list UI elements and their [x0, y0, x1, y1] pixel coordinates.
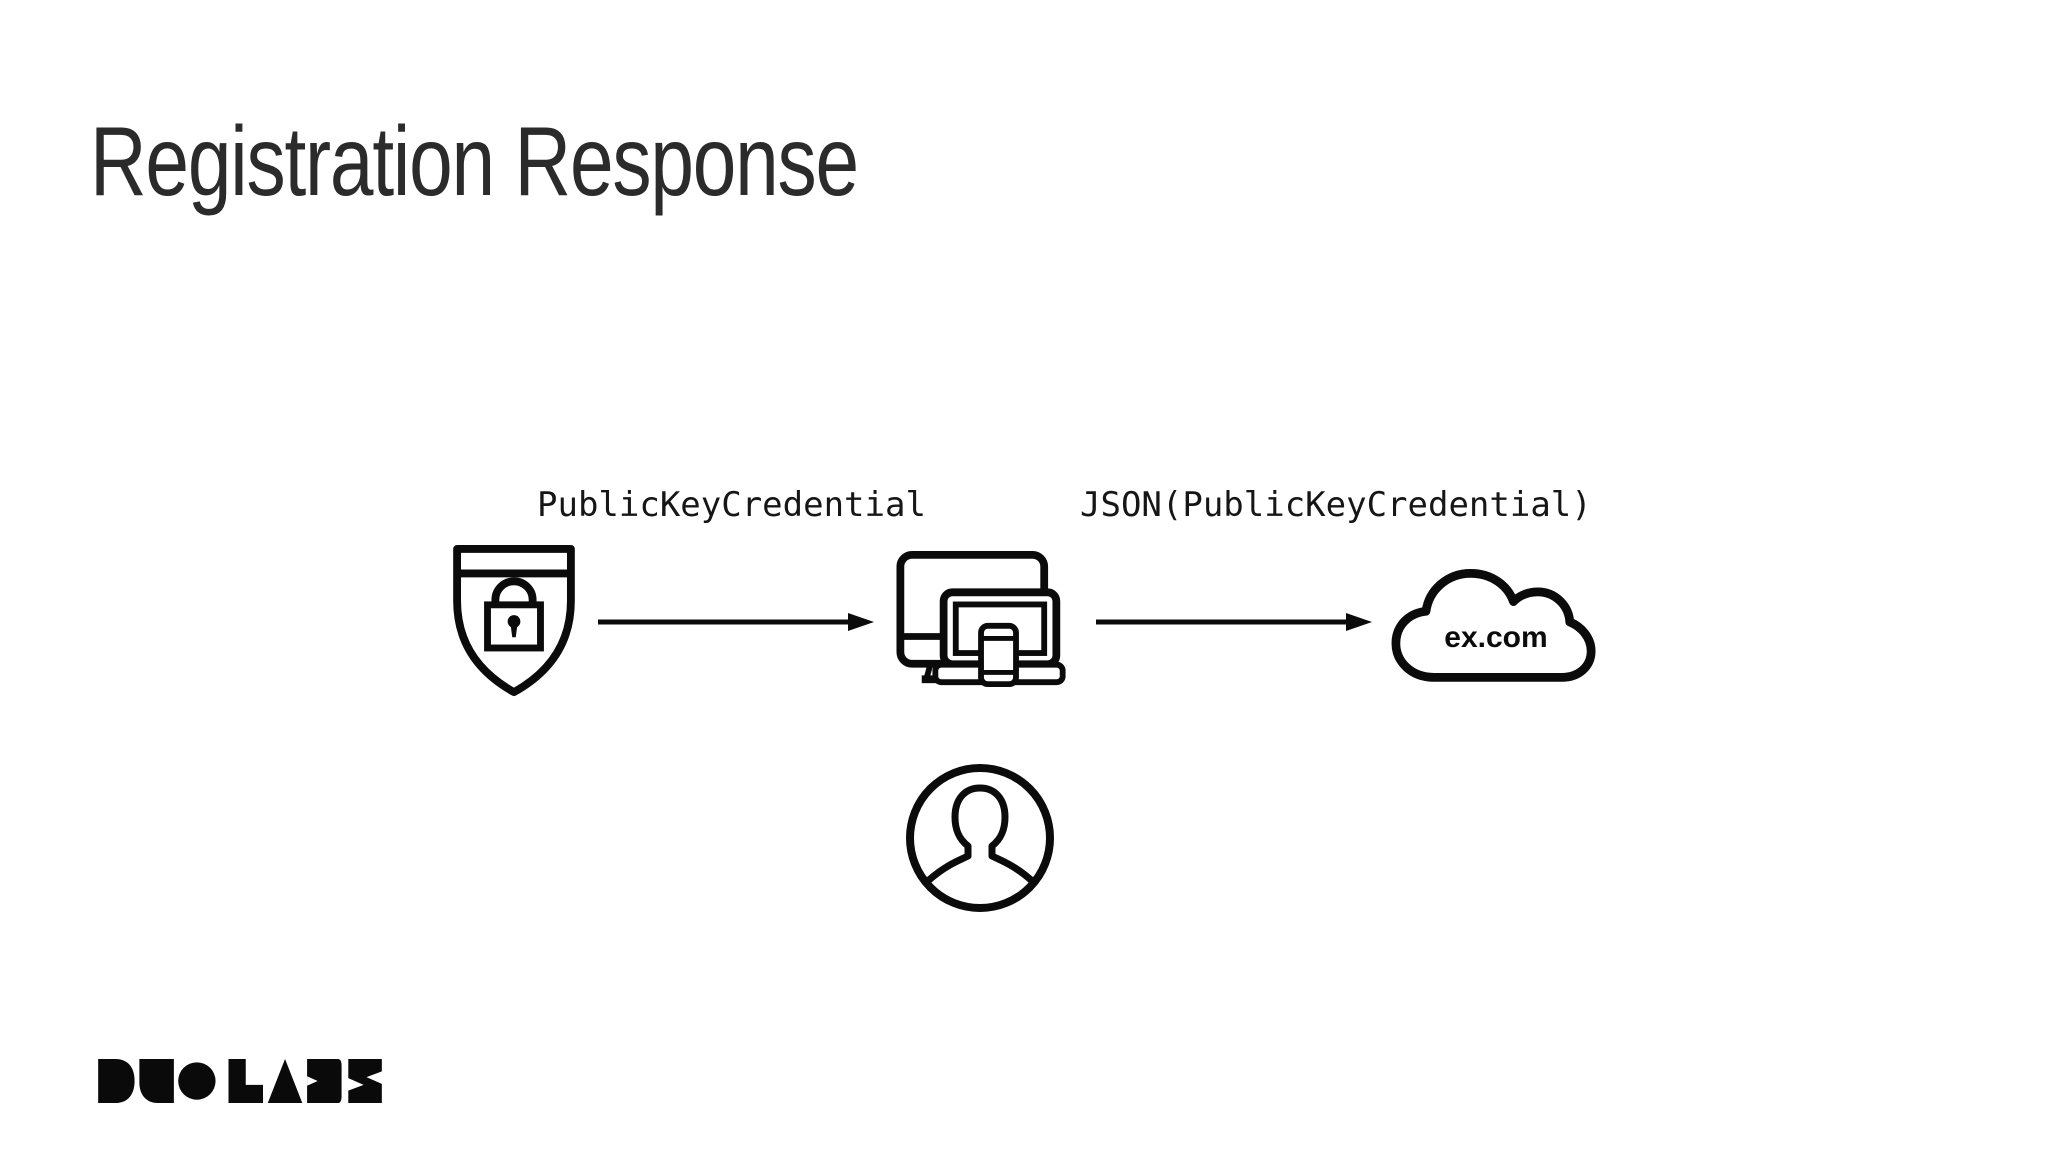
shield-lock-icon — [453, 544, 575, 697]
person-icon — [906, 764, 1054, 912]
cloud-icon — [1391, 569, 1596, 682]
duo-labs-logo-glyphs — [98, 1058, 382, 1104]
page-title: Registration Response — [90, 106, 859, 216]
flow-label-publickeycredential: PublicKeyCredential — [537, 485, 926, 525]
arrow-right-icon — [598, 613, 874, 631]
devices-icon — [896, 551, 1066, 688]
flow-label-json-publickeycredential: JSON(PublicKeyCredential) — [1080, 485, 1592, 525]
cloud-domain-label: ex.com — [1444, 621, 1548, 654]
arrow-right-icon — [1096, 613, 1372, 631]
duo-labs-logo: DUO LABS — [92, 1058, 388, 1109]
